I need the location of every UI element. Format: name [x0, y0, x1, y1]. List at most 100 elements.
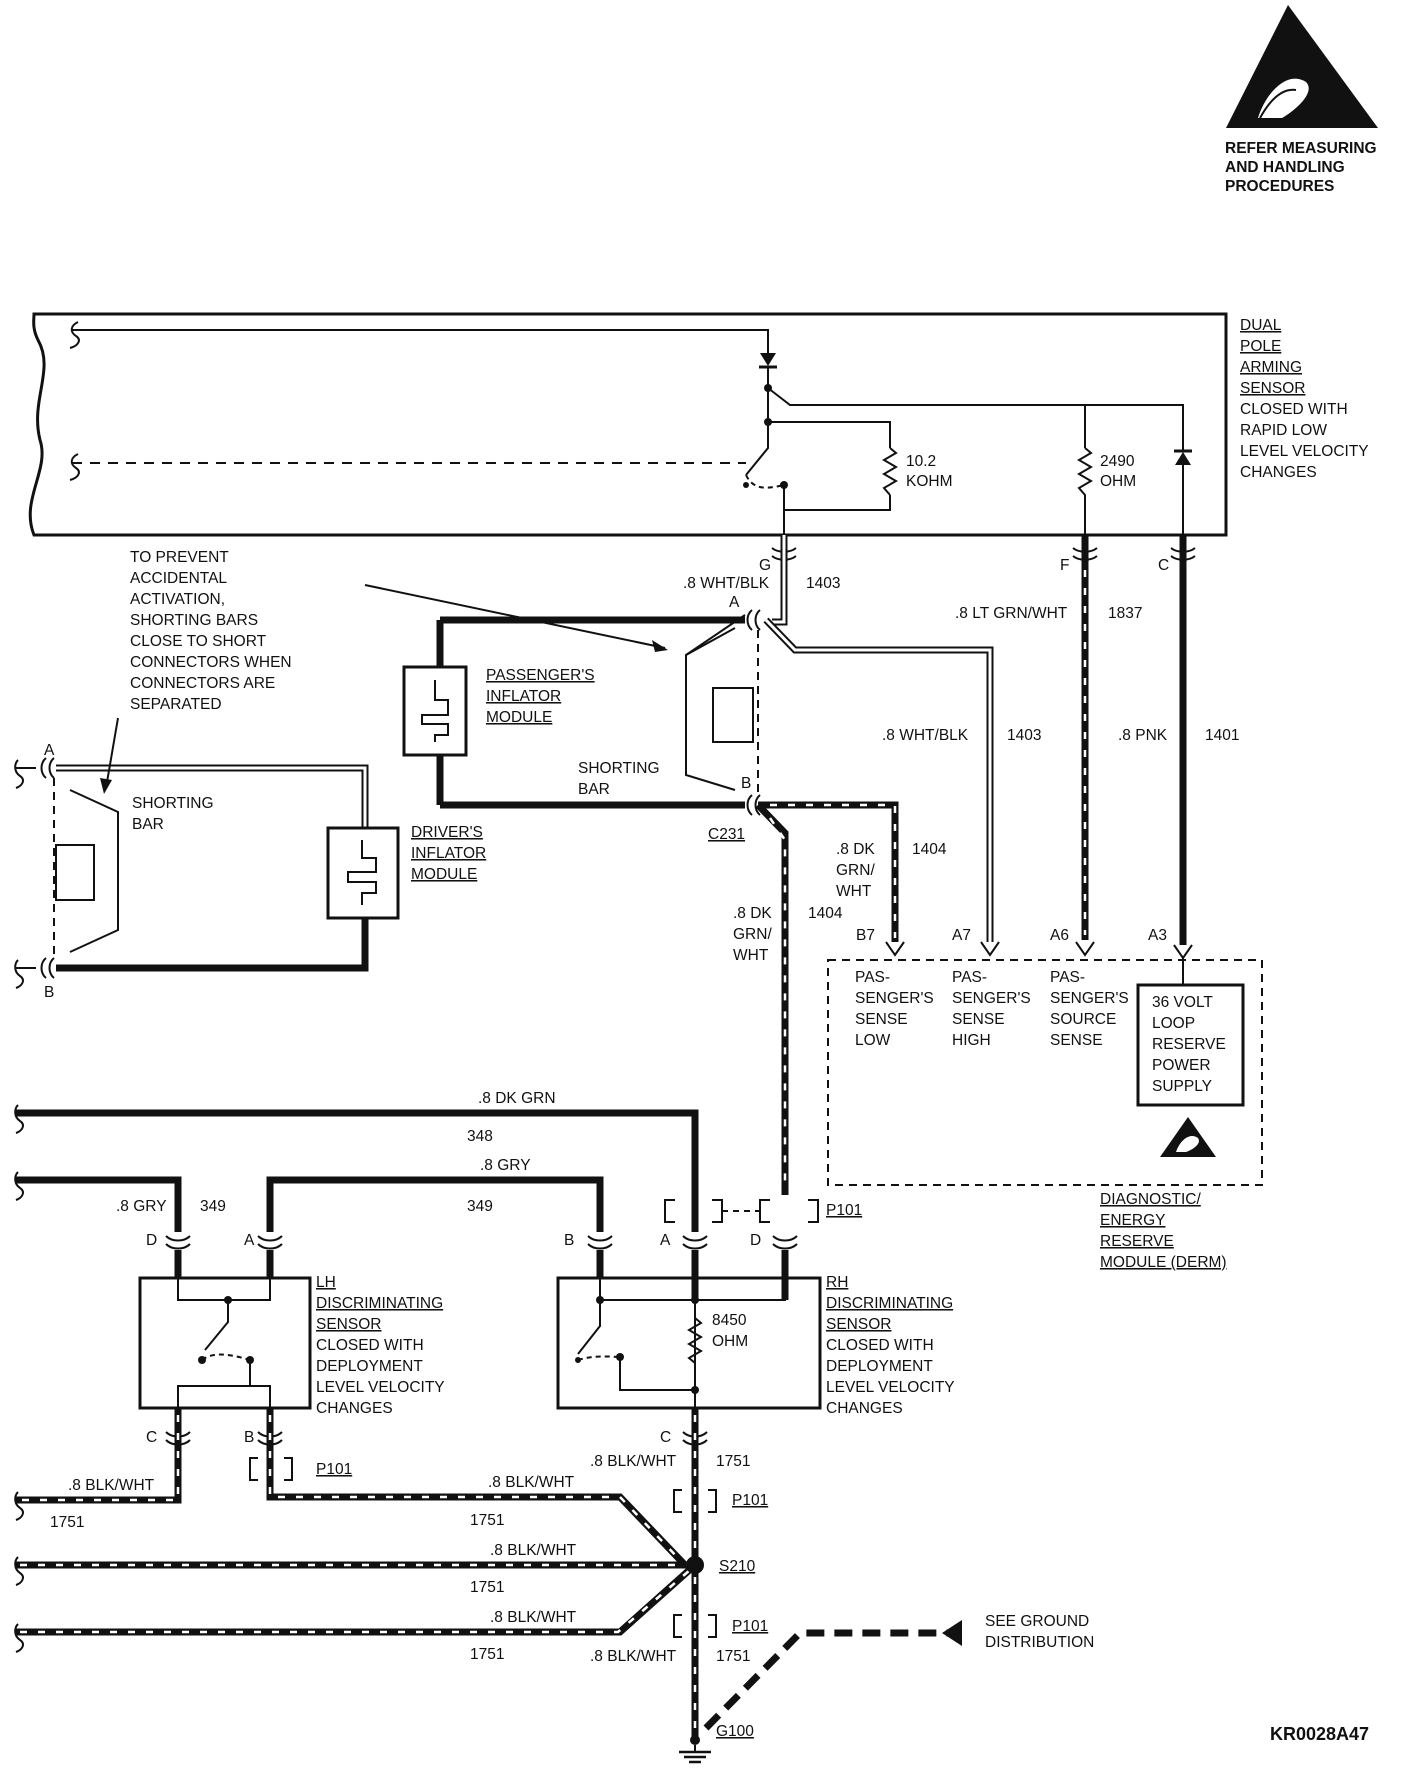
pin-c: C: [1158, 557, 1169, 574]
wire-1404-color-6: WHT: [733, 947, 769, 964]
shorting-bar-passenger-1: SHORTING: [578, 760, 660, 777]
arming-sensor-desc-1: CLOSED WITH: [1240, 401, 1348, 418]
wire-1751-circuit-3: 1751: [470, 1579, 504, 1596]
res-2490-unit: OHM: [1100, 473, 1136, 490]
svg-text:SENSOR: SENSOR: [316, 1316, 381, 1333]
svg-text:RESERVE: RESERVE: [1100, 1233, 1174, 1250]
arming-sensor-desc-2: RAPID LOW: [1240, 422, 1327, 439]
wire-1404-circuit-2: 1404: [808, 905, 843, 922]
esd-warning-icon: [1226, 5, 1378, 128]
rh-res-unit: OHM: [712, 1333, 748, 1350]
passenger-module-label-1: PASSENGER'S: [486, 667, 595, 684]
svg-text:PAS-: PAS-: [1050, 969, 1085, 986]
pin-a-lh: A: [244, 1232, 255, 1249]
arming-sensor-desc-4: CHANGES: [1240, 464, 1317, 481]
pin-d-lh: D: [146, 1232, 157, 1249]
arming-sensor-title-3: ARMING: [1240, 359, 1302, 376]
derm-col-sense-high: PAS- SENGER'S SENSE HIGH: [952, 969, 1031, 1049]
driver-wire-b: [56, 918, 369, 972]
driver-module-label-3: MODULE: [411, 866, 477, 883]
svg-text:SUPPLY: SUPPLY: [1152, 1078, 1212, 1095]
wire-1751-circuit-2: 1751: [470, 1512, 504, 1529]
svg-text:PAS-: PAS-: [952, 969, 987, 986]
driver-connector: [14, 757, 119, 989]
pin-a7: A7: [952, 927, 971, 944]
wire-1751-circuit-6: 1751: [716, 1648, 750, 1665]
connector-c231: [685, 609, 761, 816]
pin-b-lh: B: [244, 1429, 254, 1446]
svg-text:CHANGES: CHANGES: [316, 1400, 393, 1417]
wire-349-circuit: 349: [467, 1198, 493, 1215]
arming-sensor-title-2: POLE: [1240, 338, 1281, 355]
lh-discriminating-sensor: [138, 1250, 312, 1410]
pin-f: F: [1060, 557, 1069, 574]
wire-1403-circuit: 1403: [1007, 727, 1041, 744]
driver-inflator-module: [326, 826, 400, 920]
ground-arrow-icon: [942, 1620, 962, 1646]
wire-1403-color: .8 WHT/BLK: [882, 727, 969, 744]
svg-text:LEVEL VELOCITY: LEVEL VELOCITY: [316, 1379, 445, 1396]
svg-text:PAS-: PAS-: [855, 969, 890, 986]
arming-sensor-circuit: [69, 321, 1192, 535]
svg-text:CHANGES: CHANGES: [826, 1400, 903, 1417]
wire-348: [16, 1109, 699, 1232]
rh-res-value: 8450: [712, 1312, 747, 1329]
sensor-top-connectors: [165, 1235, 798, 1250]
derm-col-sense-low: PAS- SENGER'S SENSE LOW: [855, 969, 934, 1049]
svg-text:SEPARATED: SEPARATED: [130, 696, 222, 713]
wire-1404-color-4: .8 DK: [733, 905, 772, 922]
passenger-module-label-3: MODULE: [486, 709, 552, 726]
pin-b-driver: B: [44, 984, 54, 1001]
svg-text:TO PREVENT: TO PREVENT: [130, 549, 229, 566]
wire-1404-color-2: GRN/: [836, 862, 875, 879]
arming-sensor-title-4: SENSOR: [1240, 380, 1305, 397]
svg-text:36 VOLT: 36 VOLT: [1152, 994, 1213, 1011]
p101-top-label: P101: [826, 1202, 862, 1219]
svg-text:DISCRIMINATING: DISCRIMINATING: [316, 1295, 443, 1312]
esd-small-icon: [1160, 1117, 1216, 1157]
svg-text:SENSE: SENSE: [952, 1011, 1005, 1028]
svg-text:SHORTING BARS: SHORTING BARS: [130, 612, 258, 629]
svg-text:HIGH: HIGH: [952, 1032, 991, 1049]
wire-1751-circuit-1: 1751: [50, 1514, 84, 1531]
accidental-activation-note: TO PREVENT ACCIDENTAL ACTIVATION, SHORTI…: [130, 549, 292, 713]
p101-connectors-bottom: [249, 1457, 717, 1638]
ground-note-2: DISTRIBUTION: [985, 1634, 1094, 1651]
svg-text:ACCIDENTAL: ACCIDENTAL: [130, 570, 227, 587]
wire-1751-color-5: .8 BLK/WHT: [590, 1453, 677, 1470]
p101-label-4: P101: [732, 1618, 768, 1635]
shorting-bar-passenger-2: BAR: [578, 781, 610, 798]
svg-text:MODULE (DERM): MODULE (DERM): [1100, 1254, 1227, 1271]
ground-distribution-wire: [703, 1629, 950, 1731]
svg-text:ENERGY: ENERGY: [1100, 1212, 1165, 1229]
derm-col-source-sense: PAS- SENGER'S SOURCE SENSE: [1050, 969, 1129, 1049]
svg-text:SOURCE: SOURCE: [1050, 1011, 1116, 1028]
splice-s210: [686, 1556, 704, 1574]
pin-c-lh: C: [146, 1429, 157, 1446]
pin-b-c231: B: [741, 775, 751, 792]
wire-1751-color-4: .8 BLK/WHT: [490, 1609, 577, 1626]
driver-module-label-2: INFLATOR: [411, 845, 486, 862]
arming-sensor-connectors: [771, 547, 1196, 561]
wire-1751-circuit-5: 1751: [716, 1453, 750, 1470]
pin-a6: A6: [1050, 927, 1069, 944]
pin-a3: A3: [1148, 927, 1167, 944]
wire-1751-circuit-4: 1751: [470, 1646, 504, 1663]
svg-text:LH: LH: [316, 1274, 336, 1291]
esd-notice-line-3: PROCEDURES: [1225, 178, 1334, 195]
power-supply-label: 36 VOLT LOOP RESERVE POWER SUPPLY: [1152, 994, 1226, 1095]
derm-pin-ends: [885, 941, 1193, 960]
esd-notice-line-1: REFER MEASURING: [1225, 140, 1377, 157]
res-10k-unit: KOHM: [906, 473, 953, 490]
wire-1404-color-5: GRN/: [733, 926, 772, 943]
g100-label: G100: [716, 1723, 754, 1740]
svg-text:LEVEL VELOCITY: LEVEL VELOCITY: [826, 1379, 955, 1396]
shorting-bar-driver-1: SHORTING: [132, 795, 214, 812]
svg-text:DISCRIMINATING: DISCRIMINATING: [826, 1295, 953, 1312]
svg-text:SENGER'S: SENGER'S: [1050, 990, 1129, 1007]
svg-text:CONNECTORS WHEN: CONNECTORS WHEN: [130, 654, 292, 671]
wire-349-ab: [266, 1176, 604, 1232]
wire-348-color: .8 DK GRN: [478, 1090, 556, 1107]
svg-text:SENSOR: SENSOR: [826, 1316, 891, 1333]
svg-text:POWER: POWER: [1152, 1057, 1211, 1074]
